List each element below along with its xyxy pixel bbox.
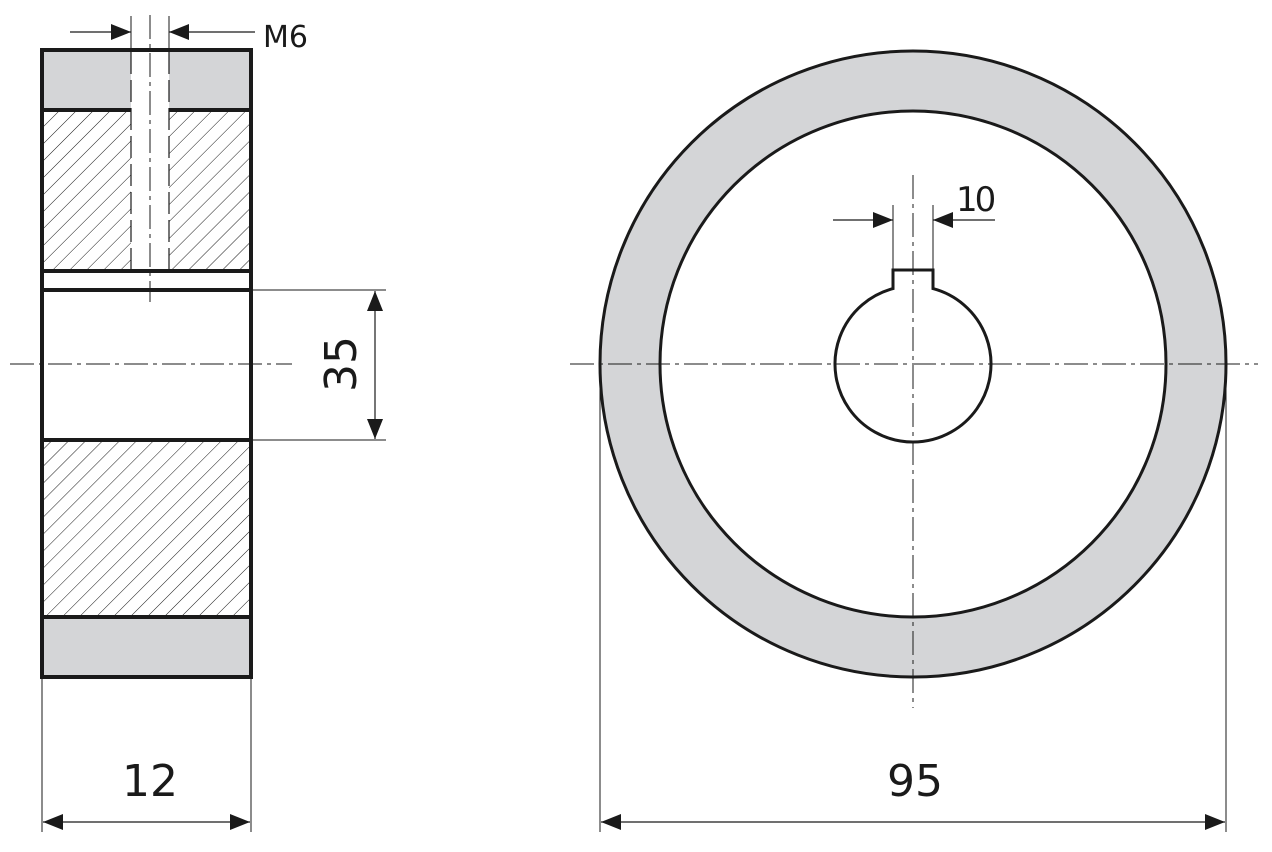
keyed-bore <box>833 268 993 444</box>
bore-diameter-label: 35 <box>316 336 367 392</box>
bottom-gray-band <box>42 617 251 677</box>
keyway-width-label: 10 <box>956 180 995 220</box>
thread-size-label: M6 <box>263 20 308 55</box>
lower-hatched-section <box>42 440 251 617</box>
outer-diameter-label: 95 <box>887 756 943 807</box>
width-label: 12 <box>122 756 178 807</box>
front-view: 10 95 <box>570 49 1258 832</box>
side-view: M6 35 12 <box>10 15 386 832</box>
